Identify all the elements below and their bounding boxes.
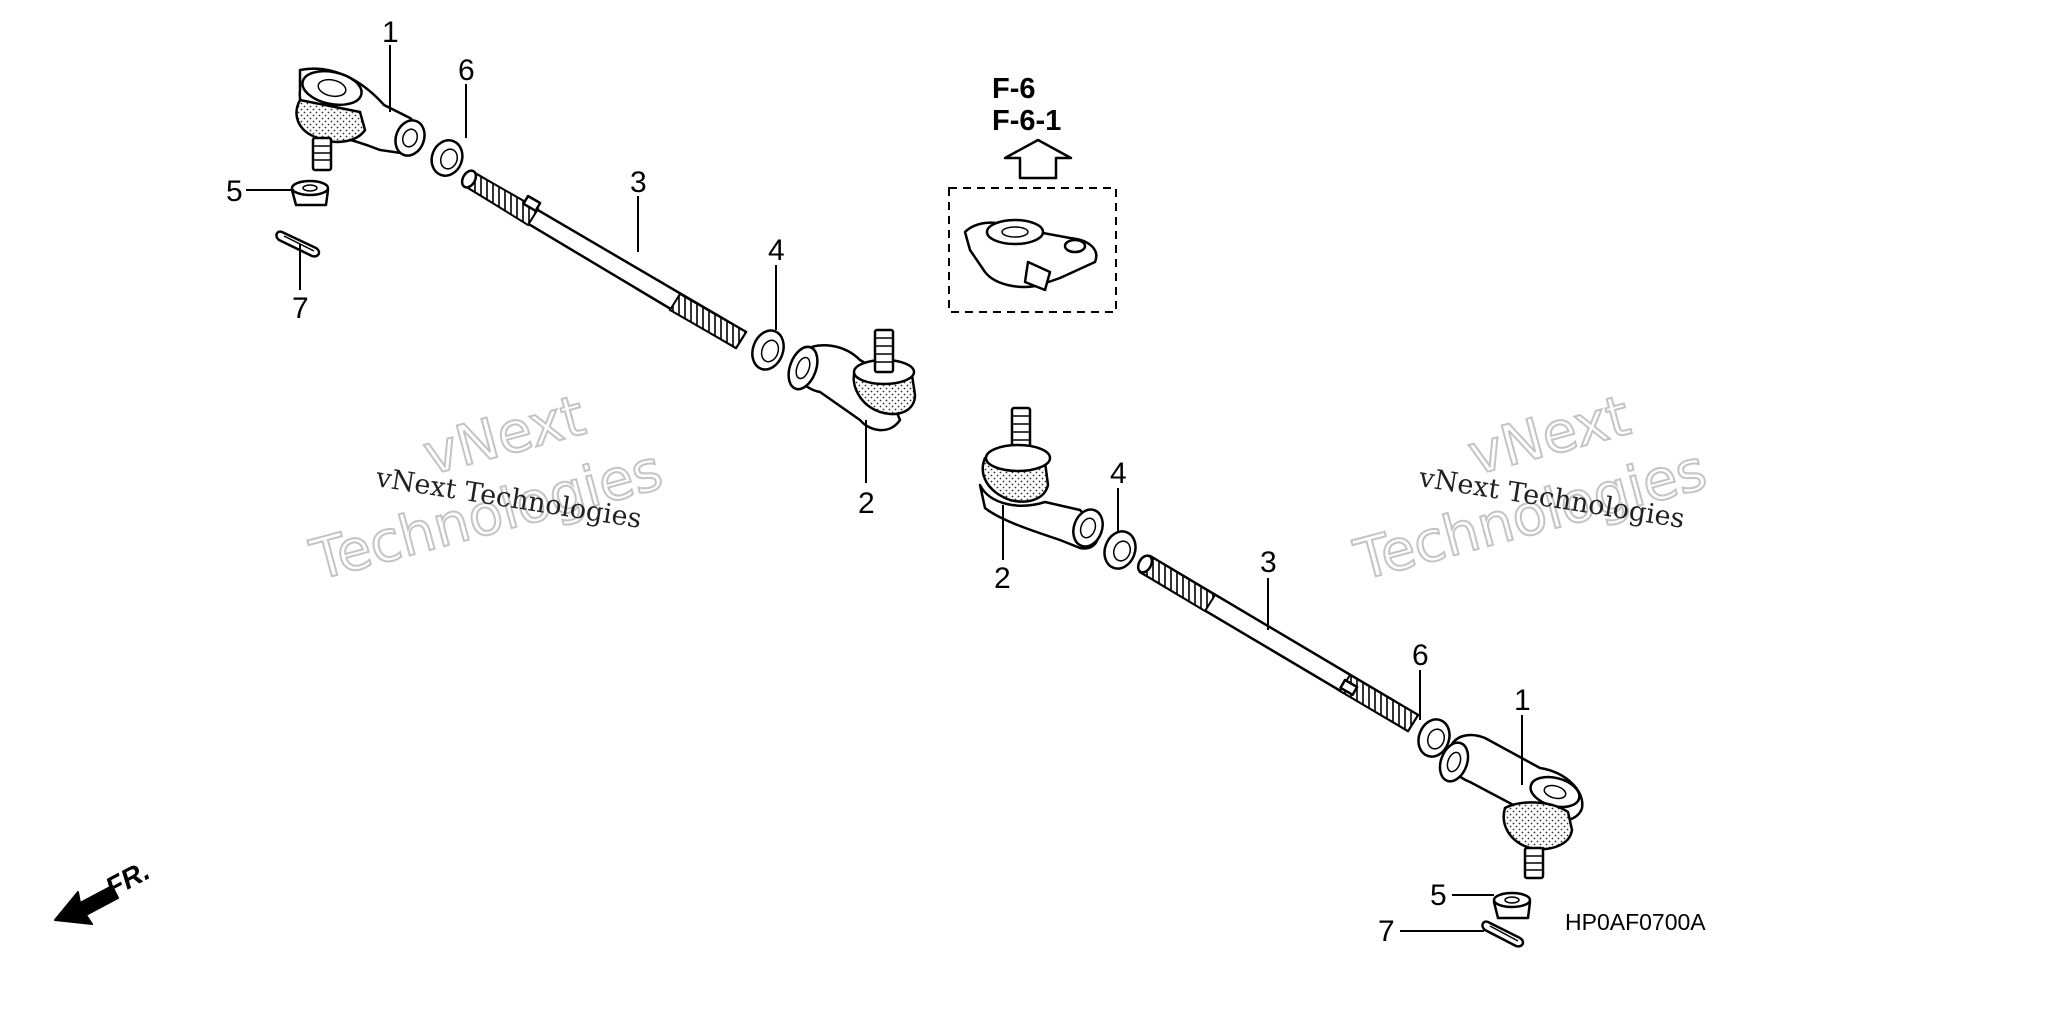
callout-left-1: 1 [382, 16, 399, 49]
callouts-left: 1 6 3 4 2 5 7 [226, 16, 875, 520]
callout-left-7: 7 [292, 292, 309, 325]
reference-code-1: F-6 [992, 73, 1036, 105]
callout-left-5: 5 [226, 175, 243, 208]
right-tie-rod-end-inner [978, 406, 1104, 550]
front-arrow-icon [54, 885, 119, 925]
left-tie-rod-end-inner [787, 328, 917, 432]
left-castle-nut-5 [290, 179, 330, 207]
callout-right-2: 2 [994, 562, 1011, 595]
knuckle-part-icon [963, 218, 1098, 292]
diagram-code: HP0AF0700A [1565, 909, 1706, 935]
left-cotter-pin-7 [275, 230, 321, 258]
front-direction-indicator: FR. [54, 855, 155, 925]
right-castle-nut-5 [1492, 891, 1532, 920]
reference-code-2: F-6-1 [992, 105, 1061, 137]
watermark-right: vNext Technologies vNext Technologies [1347, 382, 1714, 594]
callout-right-1: 1 [1514, 684, 1531, 717]
left-lock-nut-6 [430, 139, 464, 177]
right-lock-nut-6 [1417, 718, 1451, 758]
leader-lines [246, 45, 1523, 932]
watermark-left: vNext Technologies vNext Technologies [303, 382, 670, 594]
right-lock-nut-4 [1103, 530, 1137, 570]
callout-right-3: 3 [1260, 546, 1277, 579]
reference-box: F-6 F-6-1 [948, 73, 1117, 313]
right-cotter-pin-7 [1481, 920, 1525, 948]
right-tie-rod-end-outer [1438, 733, 1584, 880]
right-tie-rod-3 [1136, 554, 1420, 733]
callout-left-6: 6 [458, 54, 475, 87]
callout-right-7: 7 [1378, 915, 1395, 948]
reference-up-arrow-icon [1003, 138, 1073, 180]
callout-left-4: 4 [768, 234, 785, 267]
right-tie-rod-assembly [978, 406, 1584, 948]
callout-right-6: 6 [1412, 639, 1429, 672]
left-tie-rod-end-outer [295, 67, 426, 172]
callouts-right: 2 4 3 6 1 5 7 [994, 457, 1531, 948]
callout-left-3: 3 [630, 166, 647, 199]
left-tie-rod-3 [460, 169, 748, 350]
callout-right-5: 5 [1430, 879, 1447, 912]
callout-left-2: 2 [858, 487, 875, 520]
callout-right-4: 4 [1110, 457, 1127, 490]
left-tie-rod-assembly [275, 67, 917, 432]
left-lock-nut-4 [751, 329, 785, 371]
